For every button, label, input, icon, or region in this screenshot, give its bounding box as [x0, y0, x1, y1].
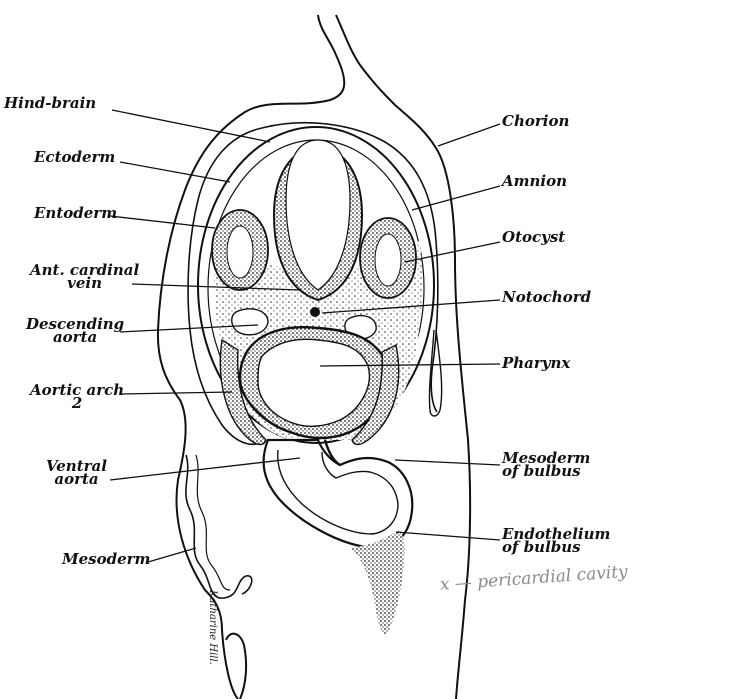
- leader-mesoderm-bulbus: [395, 460, 500, 465]
- label-notochord: Notochord: [502, 290, 591, 305]
- otocyst-right-lumen: [375, 234, 401, 286]
- bulbus-outer: [264, 440, 413, 548]
- leader-ectoderm: [120, 162, 230, 182]
- label-ventral-aorta: Ventral aorta: [46, 460, 107, 486]
- leader-entoderm: [110, 216, 215, 228]
- label-entoderm: Entoderm: [34, 206, 117, 221]
- label-mesoderm: Mesoderm: [62, 552, 150, 567]
- label-ventral-aorta-line2: aorta: [46, 473, 107, 486]
- label-pharynx: Pharynx: [502, 356, 570, 371]
- label-descending-aorta: Descending aorta: [26, 318, 124, 344]
- leader-chorion: [438, 124, 500, 146]
- lower-lobe: [226, 634, 246, 699]
- label-ectoderm: Ectoderm: [34, 150, 115, 165]
- label-chorion: Chorion: [502, 114, 569, 129]
- leader-ventral-aorta: [110, 458, 300, 480]
- label-hind-brain: Hind-brain: [4, 96, 96, 111]
- label-otocyst: Otocyst: [502, 230, 565, 245]
- notochord: [310, 307, 320, 317]
- label-endothelium-of-bulbus: Endothelium of bulbus: [502, 528, 610, 554]
- label-ant-cardinal-vein: Ant. cardinal vein: [30, 264, 139, 290]
- label-mesoderm-of-bulbus: Mesoderm of bulbus: [502, 452, 590, 478]
- leader-endothelium-bulbus: [396, 532, 500, 540]
- mesoderm-left-wavy-2: [196, 455, 230, 590]
- descending-aorta-left: [232, 309, 268, 335]
- label-aortic-arch: Aortic arch 2: [30, 384, 124, 410]
- artist-signature: Katharine Hill.: [207, 590, 218, 665]
- otocyst-left-lumen: [227, 226, 253, 278]
- label-amnion: Amnion: [502, 174, 567, 189]
- leader-hind-brain: [112, 110, 270, 142]
- label-mesoderm-of-bulbus-line2: of bulbus: [502, 465, 590, 478]
